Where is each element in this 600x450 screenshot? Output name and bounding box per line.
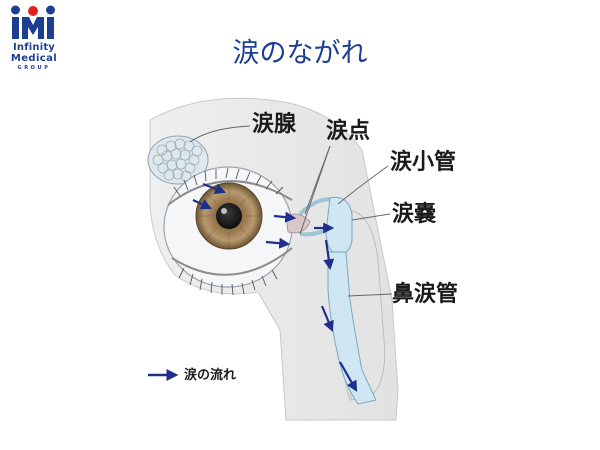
label-lacrimal-gland: 涙腺 bbox=[252, 112, 297, 137]
infinity-medical-logo: Infinity Medical GROUP bbox=[3, 3, 65, 73]
flow-arrow-lower bbox=[265, 237, 291, 249]
leader-sac bbox=[351, 213, 391, 221]
label-nasolacrimal-duct: 鼻涙管 bbox=[392, 282, 459, 307]
lacrimal-gland-shape bbox=[147, 135, 209, 185]
logo-text-group: GROUP bbox=[17, 65, 51, 71]
logo-mark-icon bbox=[11, 5, 55, 39]
upper-eyelashes bbox=[173, 167, 284, 197]
flow-arrow-upper bbox=[192, 199, 212, 210]
lacrimal-sac-shape bbox=[325, 196, 353, 257]
leader-lines bbox=[189, 125, 393, 297]
label-lacrimal-sac: 涙嚢 bbox=[392, 202, 437, 227]
leader-canaliculus bbox=[337, 165, 389, 205]
page-title: 涙のながれ bbox=[232, 38, 368, 69]
flow-arrow-duct-1 bbox=[323, 239, 335, 271]
logo-text-infinity: Infinity bbox=[12, 42, 56, 53]
label-lacrimal-punctum: 涙点 bbox=[326, 119, 371, 144]
leader-punctum-b bbox=[299, 145, 331, 235]
tear-flow-arrows bbox=[192, 182, 358, 392]
lower-eyelid bbox=[171, 247, 293, 276]
pupil-highlight bbox=[221, 208, 227, 214]
leader-gland bbox=[189, 125, 251, 143]
iris-texture bbox=[196, 183, 262, 249]
legend-label: 涙の流れ bbox=[184, 368, 237, 383]
flow-arrow-duct-2 bbox=[320, 305, 334, 333]
pupil bbox=[216, 203, 242, 229]
leader-duct bbox=[347, 293, 393, 297]
flow-arrow-gland bbox=[202, 182, 227, 195]
lower-eyelashes bbox=[178, 267, 278, 296]
label-lacrimal-canaliculus: 涙小管 bbox=[390, 150, 457, 175]
flow-arrow-duct-3 bbox=[339, 361, 358, 392]
flow-arrow-punctum bbox=[273, 211, 297, 223]
logo-text-medical: Medical bbox=[10, 53, 58, 64]
